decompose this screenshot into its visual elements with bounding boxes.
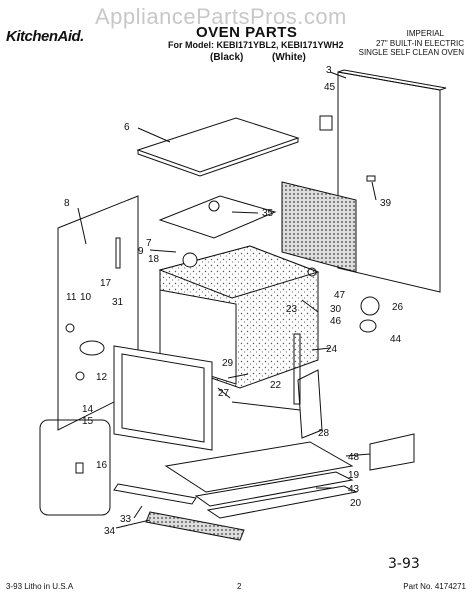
- watermark: AppliancePartsPros.com: [95, 4, 347, 29]
- callout-44: 44: [390, 334, 402, 345]
- callout-12: 12: [96, 372, 108, 383]
- door-gasket: [39, 419, 111, 516]
- footer-part-number: Part No. 4174271: [403, 582, 466, 591]
- footer-litho: 3-93 Litho in U.S.A: [6, 582, 74, 591]
- callout-19: 19: [348, 470, 360, 481]
- callout-27: 27: [218, 388, 230, 399]
- callout-31: 31: [112, 297, 124, 308]
- callout-7: 7: [146, 238, 152, 249]
- callout-17: 17: [100, 278, 112, 289]
- callout-11: 11: [66, 292, 77, 303]
- brand-logo: KitchenAid.: [6, 28, 84, 45]
- info-line-2: 27" BUILT-IN ELECTRIC: [375, 39, 464, 48]
- callout-33: 33: [120, 514, 132, 525]
- variant-white: (White): [272, 52, 306, 63]
- callout-14: 14: [82, 404, 94, 415]
- top-panel: [136, 117, 300, 173]
- callout-29: 29: [222, 358, 234, 369]
- variant-black: (Black): [210, 52, 244, 63]
- callout-6: 6: [124, 122, 130, 133]
- callout-24: 24: [326, 344, 338, 355]
- footer-page-number: 2: [237, 582, 242, 591]
- callout-20: 20: [350, 498, 362, 509]
- callout-9: 9: [138, 246, 144, 257]
- callout-16: 16: [96, 460, 108, 471]
- callout-47: 47: [334, 290, 346, 301]
- handwritten-note: 3-93: [388, 556, 420, 572]
- info-line-3: SINGLE SELF CLEAN OVEN: [358, 48, 464, 57]
- callout-8: 8: [64, 198, 70, 209]
- callout-26: 26: [392, 302, 404, 313]
- callout-3: 3: [326, 65, 332, 76]
- callout-28: 28: [318, 428, 330, 439]
- callout-45: 45: [324, 82, 336, 93]
- rear-insulation: [281, 181, 357, 273]
- callout-46: 46: [330, 316, 342, 327]
- callout-39: 39: [380, 198, 392, 209]
- page-title: OVEN PARTS: [196, 24, 298, 41]
- callout-10: 10: [80, 292, 92, 303]
- bottom-panel: [164, 441, 354, 493]
- callout-34: 34: [104, 526, 116, 537]
- callout-35: 35: [262, 208, 274, 219]
- info-line-1: IMPERIAL: [406, 29, 444, 38]
- callout-23: 23: [286, 304, 298, 315]
- callout-22: 22: [270, 380, 282, 391]
- callout-15: 15: [82, 416, 94, 427]
- callout-18: 18: [148, 254, 160, 265]
- callout-43: 43: [348, 484, 360, 495]
- door-frame: [113, 345, 213, 451]
- model-line: For Model: KEBI171YBL2, KEBI171YWH2: [168, 40, 344, 50]
- callout-30: 30: [330, 304, 342, 315]
- callout-48: 48: [348, 452, 360, 463]
